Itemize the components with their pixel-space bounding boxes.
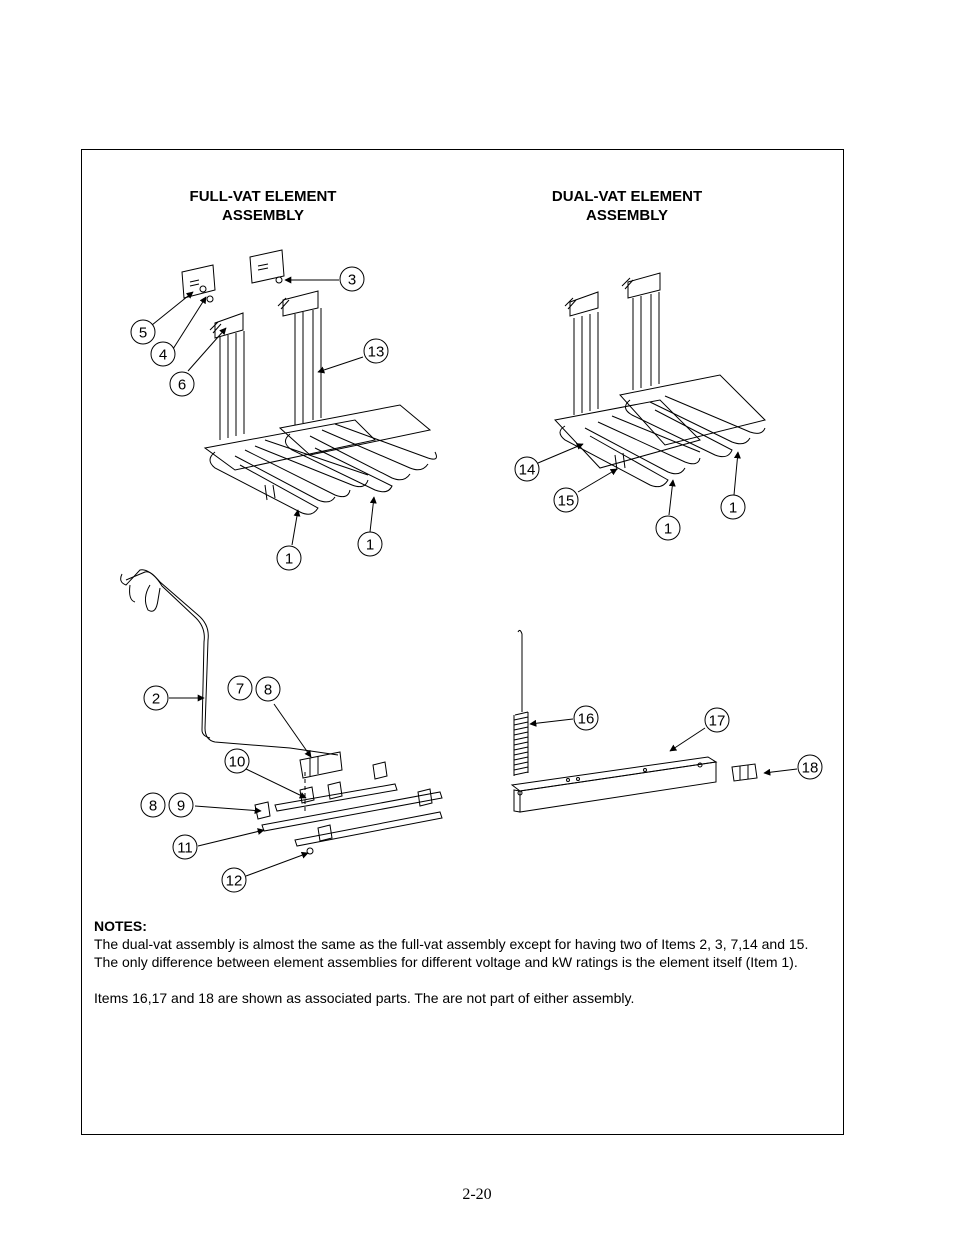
- callout-1c: 1: [655, 515, 681, 541]
- callout-8: 8: [255, 676, 281, 702]
- callout-2: 2: [143, 685, 169, 711]
- svg-text:15: 15: [558, 493, 575, 510]
- dual-vat-title-line1: DUAL-VAT ELEMENT: [551, 188, 703, 205]
- full-vat-element-drawing: [181, 249, 437, 515]
- notes-paragraph-2: Items 16,17 and 18 are shown as associat…: [94, 990, 635, 1006]
- callout-15: 15: [553, 487, 579, 513]
- svg-text:9: 9: [177, 798, 185, 815]
- dual-vat-element-drawing: [554, 272, 766, 488]
- callout-3: 3: [339, 266, 365, 292]
- full-vat-title: FULL-VAT ELEMENT ASSEMBLY: [173, 187, 353, 225]
- callout-13: 13: [363, 338, 389, 364]
- svg-text:10: 10: [229, 754, 246, 771]
- callout-1b: 1: [357, 531, 383, 557]
- svg-text:18: 18: [802, 760, 819, 777]
- svg-text:1: 1: [729, 500, 737, 517]
- svg-text:11: 11: [177, 840, 193, 857]
- callout-17: 17: [704, 707, 730, 733]
- callout-7: 7: [227, 675, 253, 701]
- page-number: 2-20: [462, 1186, 492, 1203]
- svg-text:5: 5: [139, 325, 147, 342]
- notes-paragraph-1: The dual-vat assembly is almost the same…: [94, 936, 809, 970]
- full-vat-title-line2: ASSEMBLY: [222, 207, 304, 224]
- svg-text:12: 12: [226, 873, 243, 890]
- probe-wire-drawing: [120, 569, 339, 756]
- svg-text:8: 8: [264, 682, 272, 699]
- callout-1a: 1: [276, 545, 302, 571]
- callout-12: 12: [221, 867, 247, 893]
- callout-5: 5: [130, 319, 156, 345]
- rail-drawing: [510, 756, 718, 813]
- callout-6: 6: [169, 371, 195, 397]
- svg-text:1: 1: [285, 551, 293, 568]
- svg-text:1: 1: [664, 521, 672, 538]
- svg-text:6: 6: [178, 377, 186, 394]
- callout-9: 9: [168, 792, 194, 818]
- callout-10: 10: [224, 748, 250, 774]
- svg-text:3: 3: [348, 272, 356, 289]
- dual-vat-title-line2: ASSEMBLY: [586, 207, 668, 224]
- notes-section: NOTES: The dual-vat assembly is almost t…: [94, 917, 834, 1007]
- leader-lines: [151, 276, 798, 877]
- callout-8b: 8: [140, 792, 166, 818]
- notes-heading: NOTES:: [94, 918, 147, 934]
- callout-18: 18: [797, 754, 823, 780]
- callout-4: 4: [150, 341, 176, 367]
- svg-text:1: 1: [366, 537, 374, 554]
- svg-text:17: 17: [709, 713, 726, 730]
- svg-text:13: 13: [368, 344, 385, 361]
- callout-14: 14: [514, 456, 540, 482]
- bracket-hardware-drawing: [254, 751, 443, 855]
- svg-text:16: 16: [578, 711, 595, 728]
- svg-text:14: 14: [519, 462, 536, 479]
- svg-text:7: 7: [236, 681, 244, 698]
- full-vat-title-line1: FULL-VAT ELEMENT: [189, 188, 337, 205]
- svg-text:8: 8: [149, 798, 157, 815]
- connector-drawing: [731, 763, 758, 782]
- spring-hook-drawing: [513, 629, 529, 776]
- dual-vat-title: DUAL-VAT ELEMENT ASSEMBLY: [537, 187, 717, 225]
- svg-text:2: 2: [152, 691, 160, 708]
- callout-16: 16: [573, 705, 599, 731]
- callout-11: 11: [172, 834, 198, 860]
- figure-frame: [81, 149, 844, 1135]
- callout-1d: 1: [720, 494, 746, 520]
- svg-text:4: 4: [159, 347, 167, 364]
